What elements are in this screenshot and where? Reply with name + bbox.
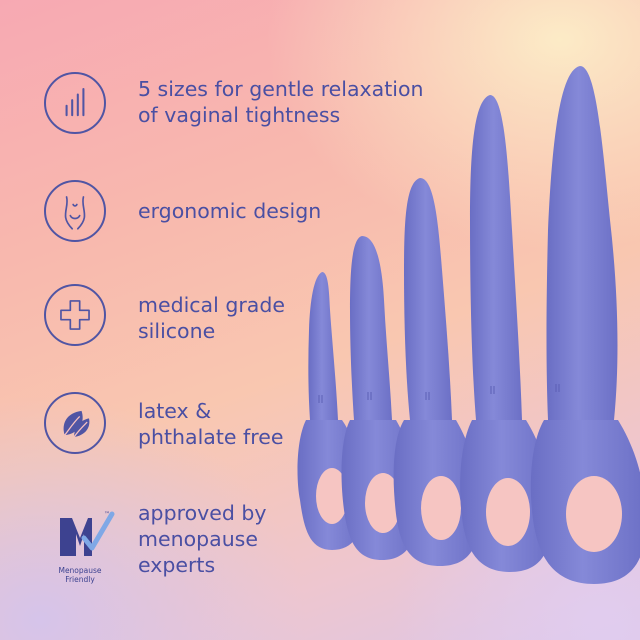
dilator-size-3 (393, 178, 480, 566)
trademark-symbol: ™ (104, 511, 110, 518)
feature-sizes: 5 sizes for gentle relaxation of vaginal… (0, 66, 424, 146)
feature-approved: approved by menopause experts (0, 490, 320, 577)
dilator-size-5 (530, 66, 640, 584)
feature-sizes-text: 5 sizes for gentle relaxation of vaginal… (138, 76, 424, 128)
feature-silicone-line-2: silicone (138, 319, 216, 343)
feature-approved-line-1: approved by (138, 501, 267, 525)
feature-latex-free: latex & phthalate free (0, 386, 320, 466)
body-silhouette-icon (44, 180, 106, 242)
logo-caption-2: Friendly (65, 575, 95, 584)
feature-silicone-text: medical grade silicone (138, 292, 285, 344)
dilator-size-4 (460, 95, 552, 572)
feature-silicone-line-1: medical grade (138, 293, 285, 317)
feature-approved-text: approved by menopause experts (138, 500, 267, 578)
medical-cross-icon (44, 284, 106, 346)
leaf-icon (44, 392, 106, 454)
feature-approved-line-2: menopause (138, 527, 258, 551)
logo-caption-1: Menopause (58, 566, 102, 575)
feature-latex-free-line-2: phthalate free (138, 425, 284, 449)
feature-sizes-line-1: 5 sizes for gentle relaxation (138, 77, 424, 101)
feature-ergonomic: ergonomic design (0, 172, 321, 252)
menopause-friendly-logo: ™ (54, 504, 118, 586)
feature-silicone: medical grade silicone (0, 278, 320, 358)
signal-bars-icon (44, 72, 106, 134)
feature-approved-line-3: experts (138, 553, 216, 577)
feature-sizes-line-2: of vaginal tightness (138, 103, 341, 127)
feature-latex-free-line-1: latex & (138, 399, 212, 423)
feature-ergonomic-line-1: ergonomic design (138, 199, 322, 223)
feature-latex-free-text: latex & phthalate free (138, 398, 283, 450)
embossed-logo-marks (318, 384, 560, 403)
feature-ergonomic-text: ergonomic design (138, 198, 321, 224)
